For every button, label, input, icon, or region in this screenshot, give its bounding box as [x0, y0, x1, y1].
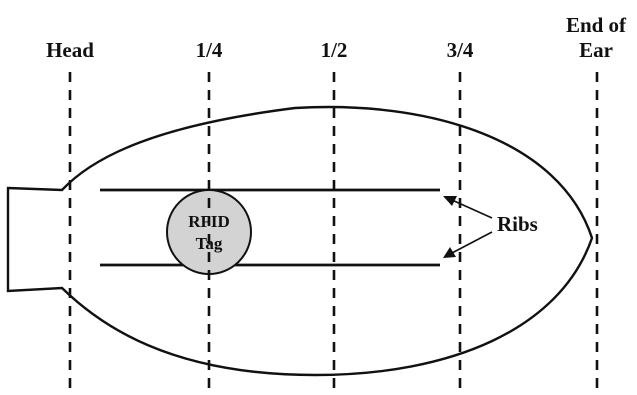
label-ribs: Ribs	[497, 212, 538, 236]
rib-arrow-top	[451, 199, 493, 219]
rfid-tag-label-line2: Tag	[196, 234, 223, 253]
rib-arrow-bottom-head	[443, 247, 456, 258]
label-head: Head	[46, 38, 94, 62]
label-three-quarter: 3/4	[447, 38, 474, 62]
label-end-of-ear-line1: End of	[566, 13, 627, 37]
ear-outline	[6, 105, 594, 377]
label-half: 1/2	[321, 38, 348, 62]
rib-arrow-top-head	[443, 196, 457, 206]
label-quarter: 1/4	[196, 38, 223, 62]
rfid-tag-label-line1: RFID	[188, 212, 230, 231]
rib-arrow-bottom	[451, 231, 493, 254]
label-end-of-ear-line2: Ear	[579, 38, 613, 62]
